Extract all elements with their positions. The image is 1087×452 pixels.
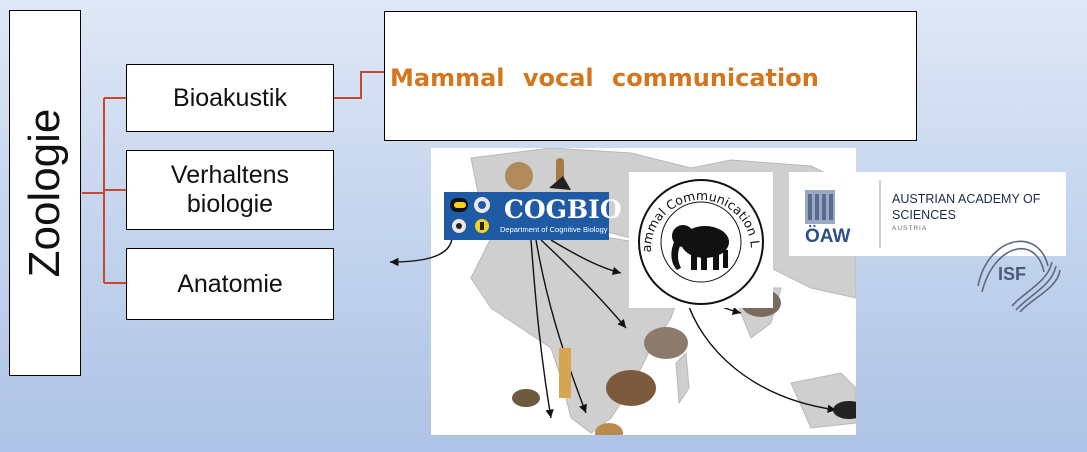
bioakustik-label: Bioakustik bbox=[173, 83, 287, 112]
oaw-country: AUSTRIA bbox=[892, 225, 928, 232]
wild-dog-figure bbox=[512, 389, 540, 407]
arrow-to-savanna bbox=[550, 239, 622, 276]
mammal-vocal-communication-label: Mammal vocal communication bbox=[390, 64, 819, 92]
madagascar-shape bbox=[675, 351, 690, 405]
mammal-communication-lab-logo: Mammal Communication Lab bbox=[624, 160, 773, 308]
oaw-name-line-1: AUSTRIAN ACADEMY OF bbox=[892, 192, 1041, 206]
cogbio-emblem-icon bbox=[450, 197, 490, 233]
oaw-name-line-2: SCIENCES bbox=[892, 208, 956, 222]
anatomie-box: Anatomie bbox=[126, 248, 334, 320]
elephant-icon bbox=[671, 225, 729, 270]
verhaltensbiologie-label: Verhaltens biologie bbox=[170, 161, 290, 218]
focus-connector bbox=[334, 71, 384, 99]
verhaltensbiologie-box: Verhaltens biologie bbox=[126, 150, 334, 230]
mammal-vocal-communication-box: Mammal vocal communication bbox=[384, 11, 917, 141]
oaw-abbreviation: ÖAW bbox=[805, 226, 851, 247]
isf-logo: ISF bbox=[968, 226, 1064, 313]
arrow-to-south-africa-1 bbox=[535, 239, 587, 414]
african-elephant-figure-2 bbox=[606, 370, 656, 406]
mammal-communication-lab-emblem: Mammal Communication Lab bbox=[624, 160, 764, 305]
bioakustik-box: Bioakustik bbox=[126, 64, 334, 132]
cogbio-logo: COGBIO Department of Cognitive Biology bbox=[444, 192, 622, 240]
isf-wordmark: ISF bbox=[998, 264, 1026, 284]
arrow-to-south-africa-2 bbox=[530, 239, 554, 419]
arrow-to-east-africa bbox=[540, 239, 627, 329]
hyrax-figure bbox=[505, 162, 533, 190]
isf-emblem-icon: ISF bbox=[977, 240, 1061, 313]
african-elephant-figure-1 bbox=[644, 327, 688, 359]
cogbio-wordmark: COGBIO bbox=[504, 195, 622, 224]
anatomie-label: Anatomie bbox=[177, 269, 283, 298]
recorder-figure bbox=[549, 176, 571, 190]
academy-building-icon bbox=[805, 190, 835, 224]
oaw-logo: ÖAW AUSTRIAN ACADEMY OF SCIENCES AUSTRIA bbox=[789, 172, 1066, 256]
oaw-divider bbox=[879, 180, 881, 248]
arrow-to-australia bbox=[685, 297, 837, 413]
zoologie-root-box: Zoologie bbox=[9, 10, 81, 376]
giraffe-figure bbox=[559, 348, 571, 398]
cogbio-subtitle: Department of Cognitive Biology bbox=[500, 225, 608, 234]
